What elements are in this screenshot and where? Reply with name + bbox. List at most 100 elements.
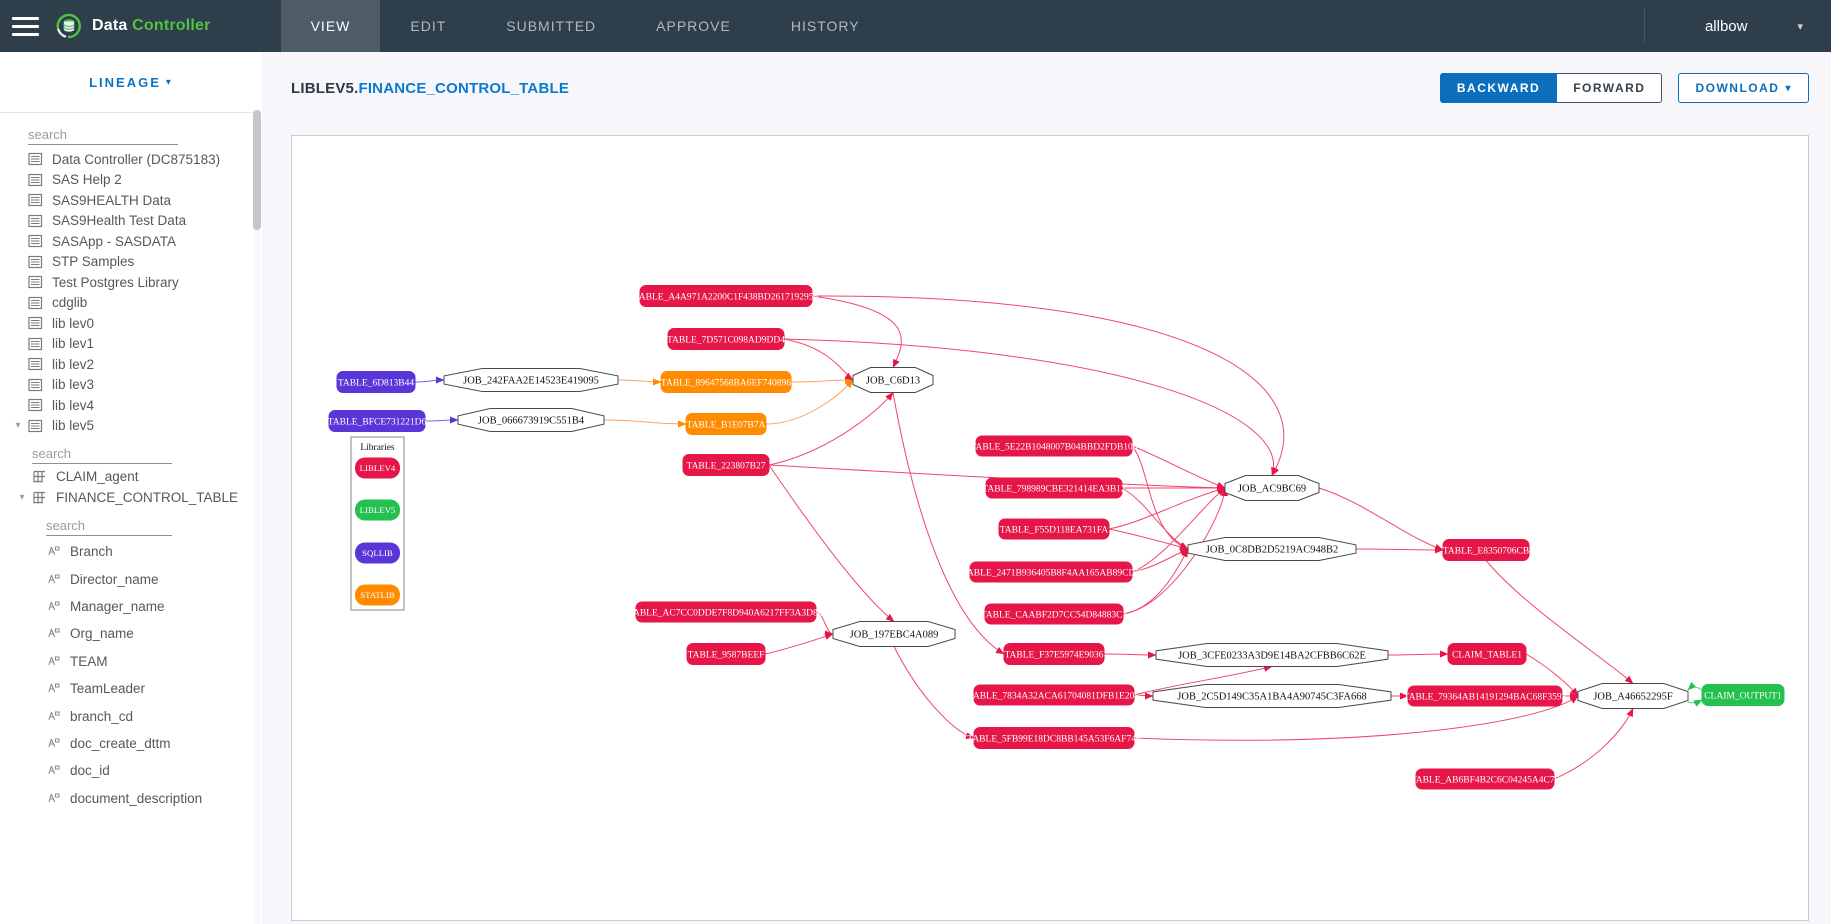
svg-text:TABLE_6D813B44: TABLE_6D813B44: [338, 379, 415, 389]
graph-edge-j_0666-to-t_b1e07: [603, 419, 687, 428]
tab-view[interactable]: VIEW: [280, 0, 381, 52]
lineage-mode-dropdown[interactable]: LINEAGE▾: [89, 74, 173, 90]
sidebar-column-branch[interactable]: Branch: [0, 538, 262, 565]
user-menu[interactable]: allbow: [1704, 17, 1748, 35]
sidebar-library-data-controller-dc875183-[interactable]: Data Controller (DC875183): [0, 149, 262, 170]
graph-node-TABLE_7834A32ACA61704081DFB1E20E[interactable]: TABLE_7834A32ACA61704081DFB1E20E: [968, 684, 1141, 706]
graph-node-TABLE_6D813B44[interactable]: TABLE_6D813B44: [336, 371, 416, 393]
backward-button[interactable]: BACKWARD: [1439, 73, 1558, 103]
graph-node-TABLE_79364AB14191294BAC68F3593[interactable]: TABLE_79364AB14191294BAC68F3593: [1404, 685, 1567, 707]
tab-edit[interactable]: EDIT: [410, 18, 447, 34]
graph-node-JOB_066673919C551B4[interactable]: JOB_066673919C551B4: [457, 408, 605, 432]
forward-button[interactable]: FORWARD: [1557, 73, 1663, 103]
item-label: SASApp - SASDATA: [52, 233, 177, 249]
library-icon: [28, 173, 43, 187]
sidebar-library-lib-lev5[interactable]: ▾lib lev5: [0, 416, 262, 437]
graph-node-TABLE_B1E07B7A[interactable]: TABLE_B1E07B7A: [685, 413, 767, 435]
graph-node-CLAIM_TABLE1[interactable]: CLAIM_TABLE1: [1447, 643, 1527, 665]
graph-node-TABLE_E8350706CB[interactable]: TABLE_E8350706CB: [1442, 539, 1530, 561]
sidebar-library-cdglib[interactable]: cdglib: [0, 293, 262, 314]
svg-text:JOB_A46652295F: JOB_A46652295F: [1593, 692, 1673, 703]
legend-library-STATLIB[interactable]: STATLIB: [355, 584, 400, 606]
graph-edge-claim_o1-to-j_a4665: [1687, 681, 1703, 691]
graph-node-TABLE_7D571C098AD9DD4[interactable]: TABLE_7D571C098AD9DD4: [667, 328, 785, 350]
graph-node-CLAIM_OUTPUT1[interactable]: CLAIM_OUTPUT1: [1701, 684, 1785, 706]
graph-node-JOB_A46652295F[interactable]: JOB_A46652295F: [1577, 683, 1689, 709]
tab-approve[interactable]: APPROVE: [656, 18, 731, 34]
sidebar-column-doc-create-dttm[interactable]: doc_create_dttm: [0, 730, 262, 757]
graph-edge-t_89647-to-j_c6d13: [790, 376, 854, 384]
sidebar-library-test-postgres-library[interactable]: Test Postgres Library: [0, 272, 262, 293]
svg-text:JOB_C6D13: JOB_C6D13: [866, 376, 920, 387]
sidebar-column-director-name[interactable]: Director_name: [0, 565, 262, 592]
sidebar-library-stp-samples[interactable]: STP Samples: [0, 252, 262, 273]
sidebar-library-sas-help-2[interactable]: SAS Help 2: [0, 170, 262, 191]
graph-edge-t_7834-to-j_2c5d: [1133, 692, 1154, 700]
graph-edge-t_ab6bf-to-j_a4665: [1553, 708, 1634, 780]
graph-node-TABLE_89647568BA6EF740896[interactable]: TABLE_89647568BA6EF740896: [660, 371, 792, 393]
sidebar-scrollbar[interactable]: [253, 110, 261, 924]
graph-node-TABLE_798989CBE321414EA3B12[interactable]: TABLE_798989CBE321414EA3B12: [982, 477, 1126, 499]
table-search-input[interactable]: [32, 444, 172, 464]
character-column-icon: [46, 626, 61, 641]
legend-library-LIBLEV5[interactable]: LIBLEV5: [355, 499, 400, 521]
sidebar-library-lib-lev3[interactable]: lib lev3: [0, 375, 262, 396]
sidebar-column-branch-cd[interactable]: branch_cd: [0, 702, 262, 729]
graph-node-JOB_AC9BC69[interactable]: JOB_AC9BC69: [1224, 475, 1320, 501]
graph-node-TABLE_5E22B1048007B04BBD2FDB100[interactable]: TABLE_5E22B1048007B04BBD2FDB100: [970, 435, 1138, 457]
sidebar-table-claim-agent[interactable]: CLAIM_agent: [0, 466, 262, 487]
graph-node-TABLE_A4A971A2200C1F438BD2617192956[interactable]: TABLE_A4A971A2200C1F438BD2617192956: [634, 285, 819, 307]
column-search-input[interactable]: [46, 516, 172, 536]
sidebar-column-document-description[interactable]: document_description: [0, 785, 262, 812]
user-chevron-down-icon[interactable]: ▾: [1797, 20, 1803, 33]
graph-node-TABLE_F37E5974E9036[interactable]: TABLE_F37E5974E9036: [1003, 643, 1105, 665]
graph-edge-t_f55d-to-j_ac9bc69: [1108, 486, 1226, 530]
sidebar-column-manager-name[interactable]: Manager_name: [0, 593, 262, 620]
svg-text:TABLE_AC7CC0DDE7F8D940A6217FF3: TABLE_AC7CC0DDE7F8D940A6217FF3A3D8C: [628, 609, 824, 619]
svg-text:TABLE_7834A32ACA61704081DFB1E2: TABLE_7834A32ACA61704081DFB1E20E: [968, 692, 1141, 702]
library-icon: [28, 357, 43, 371]
legend-library-LIBLEV4[interactable]: LIBLEV4: [355, 457, 400, 479]
character-column-icon: [46, 544, 61, 559]
graph-node-TABLE_AB6BF4B2C6C04245A4C76[interactable]: TABLE_AB6BF4B2C6C04245A4C76: [1411, 768, 1560, 790]
graph-node-JOB_3CFE0233A3D9E14BA2CFBB6C62E[interactable]: JOB_3CFE0233A3D9E14BA2CFBB6C62E: [1155, 643, 1389, 667]
sidebar-table-finance-control-table[interactable]: ▾FINANCE_CONTROL_TABLE: [0, 487, 262, 508]
sidebar-column-org-name[interactable]: Org_name: [0, 620, 262, 647]
character-column-icon: [46, 736, 61, 751]
sidebar-library-lib-lev2[interactable]: lib lev2: [0, 354, 262, 375]
graph-node-JOB_C6D13[interactable]: JOB_C6D13: [852, 367, 934, 393]
sidebar-library-lib-lev4[interactable]: lib lev4: [0, 395, 262, 416]
sidebar-column-doc-id[interactable]: doc_id: [0, 757, 262, 784]
sidebar-library-sas9health-test-data[interactable]: SAS9Health Test Data: [0, 211, 262, 232]
graph-node-TABLE_5FB99E18DC8BB145A53F6AF746[interactable]: TABLE_5FB99E18DC8BB145A53F6AF746: [967, 727, 1141, 749]
graph-node-JOB_197EBC4A089[interactable]: JOB_197EBC4A089: [832, 621, 956, 647]
graph-node-JOB_242FAA2E14523E419095[interactable]: JOB_242FAA2E14523E419095: [443, 368, 619, 392]
graph-node-TABLE_9587BEEF[interactable]: TABLE_9587BEEF: [686, 643, 766, 665]
graph-node-TABLE_AC7CC0DDE7F8D940A6217FF3A3D8C[interactable]: TABLE_AC7CC0DDE7F8D940A6217FF3A3D8C: [628, 601, 824, 623]
tab-history[interactable]: HISTORY: [790, 18, 860, 34]
library-search-input[interactable]: [28, 125, 178, 145]
sidebar-library-sas9health-data[interactable]: SAS9HEALTH Data: [0, 190, 262, 211]
sidebar-column-team[interactable]: TEAM: [0, 648, 262, 675]
item-label: cdglib: [52, 295, 88, 311]
graph-node-TABLE_CAABF2D7CC54D84883C1[interactable]: TABLE_CAABF2D7CC54D84883C1: [981, 603, 1128, 625]
graph-node-TABLE_223807B27[interactable]: TABLE_223807B27: [682, 454, 770, 476]
graph-node-TABLE_BFCE731221D6[interactable]: TABLE_BFCE731221D6: [328, 410, 427, 432]
legend-library-SQLLIB[interactable]: SQLLIB: [355, 542, 400, 564]
sidebar-column-teamleader[interactable]: TeamLeader: [0, 675, 262, 702]
graph-node-JOB_2C5D149C35A1BA4A90745C3FA668[interactable]: JOB_2C5D149C35A1BA4A90745C3FA668: [1152, 684, 1392, 708]
sidebar-library-sasapp-sasdata[interactable]: SASApp - SASDATA: [0, 231, 262, 252]
graph-node-TABLE_2471B936405B8F4AA165AB89CD9[interactable]: TABLE_2471B936405B8F4AA165AB89CD9: [962, 561, 1140, 583]
sidebar-library-lib-lev0[interactable]: lib lev0: [0, 313, 262, 334]
data-controller-logo-icon: [54, 11, 84, 41]
hamburger-menu-icon[interactable]: [0, 0, 54, 52]
item-label: lib lev0: [52, 315, 95, 331]
graph-node-TABLE_F55D118EA731FA[interactable]: TABLE_F55D118EA731FA: [998, 518, 1110, 540]
download-button[interactable]: DOWNLOAD▾: [1678, 73, 1809, 103]
sidebar-library-lib-lev1[interactable]: lib lev1: [0, 334, 262, 355]
graph-node-JOB_0C8DB2D5219AC948B2[interactable]: JOB_0C8DB2D5219AC948B2: [1187, 537, 1357, 561]
tab-submitted[interactable]: SUBMITTED: [506, 18, 597, 34]
